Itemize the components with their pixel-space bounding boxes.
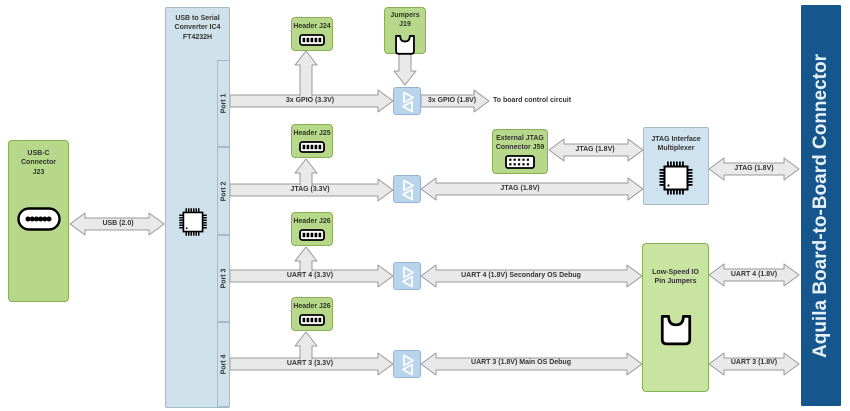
level-shifter-icon [402, 179, 414, 201]
low-speed-label-line: Low-Speed IO [652, 269, 699, 276]
jumper-icon [660, 314, 691, 346]
arrow-uart4-33 [229, 264, 394, 288]
aquila-connector-bar: Aquila Board-to-Board Connector [801, 5, 841, 406]
header-j24-box: Header J24 [291, 17, 333, 51]
jumpers-j19-label-line: J19 [399, 21, 411, 29]
arrow-uart3-18-board [708, 352, 800, 376]
level-shifter-icon [402, 266, 414, 288]
port-label: Port 1 [220, 93, 227, 114]
level-shifter-gpio [393, 87, 421, 115]
uart3-33-label: UART 3 (3.3V) [286, 360, 334, 367]
arrow-gpio-33 [229, 89, 394, 113]
jumper-icon [395, 34, 415, 55]
j59-label-line: Connector J59 [495, 144, 545, 152]
low-speed-io-jumpers-box: Low-Speed IO Pin Jumpers [642, 243, 709, 392]
jtag-18-long-label: JTAG (1.8V) [500, 185, 540, 192]
jtag-18-board-label: JTAG (1.8V) [734, 165, 774, 172]
jumpers-j19-box: Jumpers J19 [384, 7, 426, 55]
pin-header-icon [299, 34, 325, 47]
level-shifter-uart3 [393, 350, 421, 378]
j59-label-line: External JTAG [496, 135, 544, 142]
level-shifter-icon [402, 91, 414, 113]
jumpers-j19-label-line: Jumpers [390, 12, 420, 19]
header-j26b-box: Header J26 [291, 297, 333, 331]
chip-icon [659, 161, 693, 195]
to-board-control-text: To board control circuit [493, 97, 572, 104]
mux-label-line: JTAG Interface [651, 136, 701, 143]
usb-c-title-line: USB-C [27, 150, 50, 157]
arrow-jumpers-j19-down [393, 53, 417, 86]
converter-title-line: FT4232H [182, 33, 213, 41]
mux-label-line: Multiplexer [657, 145, 695, 153]
arrow-up-header-j24 [294, 50, 318, 97]
arrow-uart4-18-board [708, 263, 800, 287]
arrow-uart3-33 [229, 352, 394, 376]
pin-header-icon [299, 229, 325, 242]
pin-header-2row-icon [505, 154, 535, 169]
converter-title-line: USB to Serial [175, 15, 220, 22]
pin-header-icon [299, 141, 325, 154]
usb-c-title-line: J23 [32, 168, 45, 176]
usb-c-connector-box: USB-C Connector J23 [8, 140, 69, 302]
aquila-connector-label: Aquila Board-to-Board Connector [810, 53, 831, 358]
jtag-multiplexer-box: JTAG Interface Multiplexer [643, 127, 709, 205]
port-label: Port 3 [220, 268, 227, 289]
level-shifter-uart4 [393, 262, 421, 290]
level-shifter-jtag [393, 175, 421, 203]
uart4-18-board-label: UART 4 (1.8V) [730, 271, 778, 278]
header-j25-label: Header J25 [293, 130, 331, 137]
gpio-18-label: 3x GPIO (1.8V) [427, 97, 477, 104]
header-j26a-box: Header J26 [291, 212, 333, 246]
gpio-33-label: 3x GPIO (3.3V) [285, 97, 335, 104]
header-j26a-label: Header J26 [293, 218, 331, 225]
arrow-up-header-j25 [294, 158, 318, 186]
chip-icon [179, 208, 207, 236]
uart3-18-board-label: UART 3 (1.8V) [730, 359, 778, 366]
arrow-up-header-j26b [294, 331, 318, 360]
port-label: Port 2 [220, 181, 227, 201]
arrow-jtag-33 [229, 178, 394, 202]
arrow-gpio-18 [420, 89, 490, 113]
port-label: Port 4 [220, 354, 227, 375]
uart4-33-label: UART 4 (3.3V) [286, 272, 334, 279]
uart3-18-long-label: UART 3 (1.8V) Main OS Debug [471, 359, 571, 366]
external-jtag-j59-box: External JTAG Connector J59 [492, 129, 548, 174]
arrow-jtag-18-mux-board [708, 157, 800, 181]
header-j25-box: Header J25 [291, 124, 333, 158]
converter-title-line: Converter IC4 [174, 24, 221, 32]
converter-port-2-cell: Port 2 [217, 147, 230, 235]
level-shifter-icon [402, 354, 414, 376]
arrow-up-header-j26a [294, 246, 318, 272]
jtag-18-j59-label: JTAG (1.8V) [575, 146, 615, 153]
arrow-usb [69, 212, 165, 236]
usb-c-title-line: Connector [21, 159, 56, 167]
usb-label: USB (2.0) [102, 220, 134, 227]
pin-header-icon [299, 314, 325, 327]
jtag-33-label: JTAG (3.3V) [290, 186, 330, 193]
usb-c-port-icon [16, 207, 61, 231]
converter-port-1-cell: Port 1 [217, 60, 230, 147]
header-j24-label: Header J24 [293, 23, 331, 30]
low-speed-label-line: Pin Jumpers [654, 278, 697, 286]
uart4-18-long-label: UART 4 (1.8V) Secondary OS Debug [461, 272, 581, 279]
converter-port-4-cell: Port 4 [217, 322, 230, 407]
converter-port-3-cell: Port 3 [217, 235, 230, 322]
header-j26b-label: Header J26 [293, 303, 331, 310]
